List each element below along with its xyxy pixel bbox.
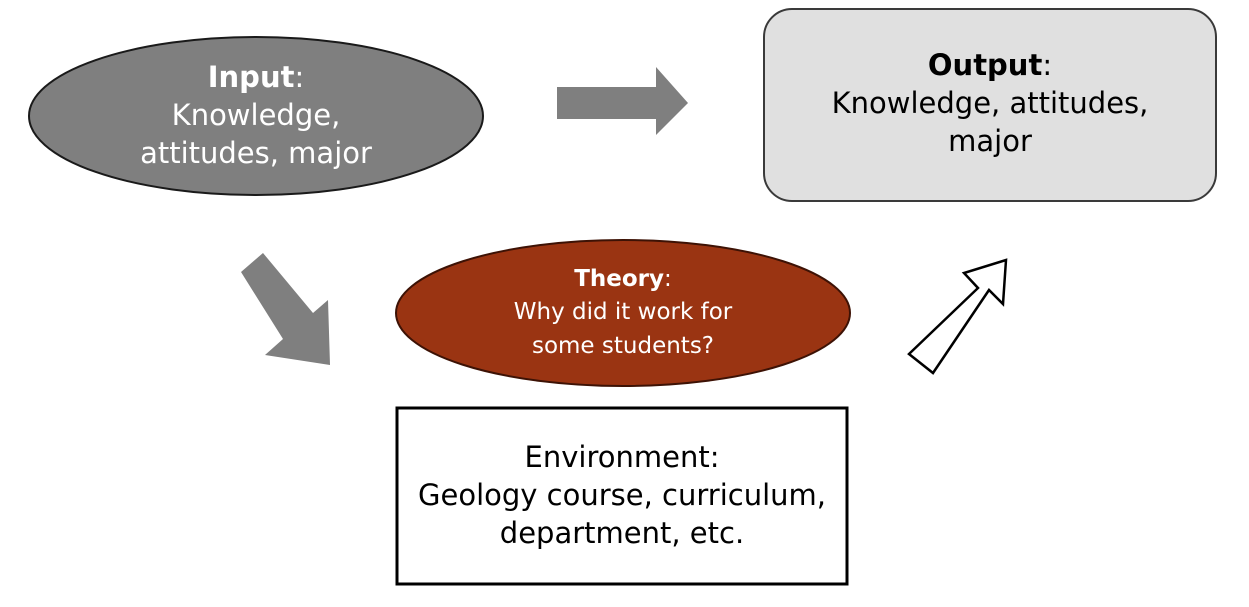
output-colon: : — [1042, 48, 1053, 83]
output-title-line: Output: — [928, 47, 1052, 85]
theory-title-line: Theory: — [574, 263, 672, 296]
theory-label-group: Theory: Why did it work for some student… — [396, 240, 850, 386]
theory-colon: : — [664, 265, 672, 292]
input-line-2: attitudes, major — [140, 135, 372, 170]
theory-line-2: some students? — [531, 332, 715, 359]
environment-line-2: department, etc. — [499, 515, 745, 550]
input-label-group: Input: Knowledge, attitudes, major — [28, 36, 484, 196]
theory-line-1: Why did it work for — [513, 299, 733, 326]
arrow-up-right-outline — [907, 258, 1008, 375]
input-line-1: Knowledge, — [171, 98, 341, 133]
environment-label-group: Environment: Geology course, curriculum,… — [396, 408, 848, 584]
output-line-2: major — [948, 123, 1032, 158]
environment-line-1: Geology course, curriculum, — [418, 478, 826, 513]
output-box — [763, 8, 1217, 202]
theory-ellipse — [395, 239, 851, 387]
output-label-group: Output: Knowledge, attitudes, major — [764, 8, 1216, 200]
environment-box — [395, 406, 849, 586]
arrow-down-right — [241, 253, 330, 365]
output-title: Output — [927, 48, 1043, 83]
input-title: Input — [207, 60, 295, 95]
input-colon: : — [294, 60, 305, 95]
arrow-right — [557, 67, 688, 135]
environment-title: Environment: — [524, 440, 720, 475]
theory-title: Theory — [574, 265, 665, 292]
input-title-line: Input: — [208, 59, 304, 97]
input-ellipse — [28, 36, 484, 196]
output-line-1: Knowledge, attitudes, — [831, 86, 1149, 121]
